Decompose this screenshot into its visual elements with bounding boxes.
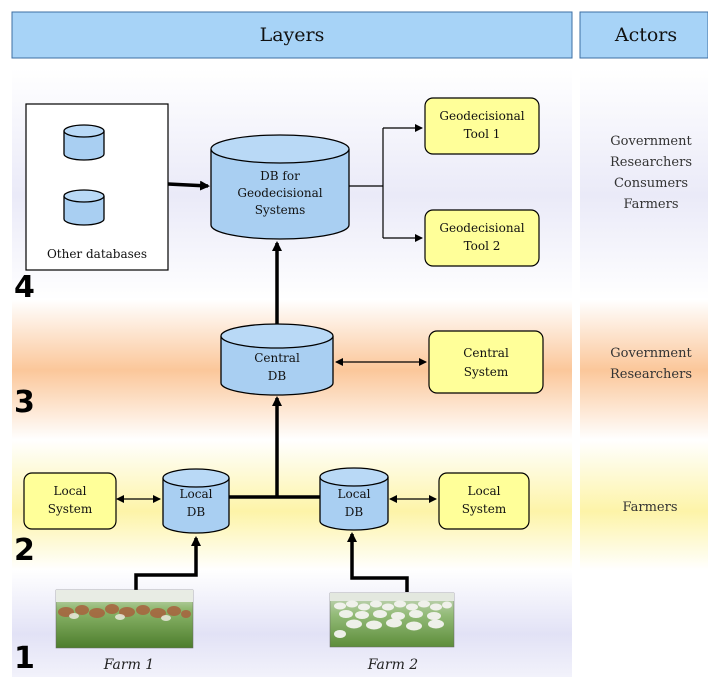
arrow-farm1-to-local-db-1 <box>134 536 201 592</box>
local-system-2-line1: Local <box>468 484 501 498</box>
arrow-farm2-to-local-db-2 <box>347 532 409 592</box>
local-system-2-line2: System <box>462 502 507 516</box>
layer-number-4: 4 <box>14 270 35 305</box>
other-db-cylinder-2 <box>63 189 105 226</box>
actor-layer2-item: Farmers <box>622 500 677 515</box>
actors-band-layer3 <box>580 300 708 440</box>
layer-number-3: 3 <box>14 385 35 420</box>
actors-band-layer2 <box>580 440 708 570</box>
actors-band-layer4 <box>580 68 708 300</box>
other-databases-group: Other databases <box>25 103 169 271</box>
actors-layer4: Government Researchers Consumers Farmers <box>610 134 693 212</box>
other-databases-label: Other databases <box>47 247 147 261</box>
header-layers-label: Layers <box>260 24 325 46</box>
tool1-line1: Geodecisional <box>439 109 524 123</box>
geodecisional-db-line2: Geodecisional <box>237 186 322 200</box>
local-db-1-line1: Local <box>180 487 213 501</box>
local-db-2-line1: Local <box>338 487 371 501</box>
local-system-2: Local System <box>438 472 530 530</box>
farm-1-photo <box>55 589 194 649</box>
actor-layer4-item: Researchers <box>610 155 692 170</box>
local-system-1: Local System <box>23 472 117 530</box>
geodecisional-db-line3: Systems <box>255 203 306 217</box>
arrow-otherdb-to-geodb <box>167 180 210 191</box>
local-db-2: Local DB <box>319 467 389 531</box>
farm-1-label: Farm 1 <box>103 657 154 673</box>
central-db: Central DB <box>220 323 334 396</box>
geodecisional-tool-1: Geodecisional Tool 1 <box>424 97 540 155</box>
central-db-line1: Central <box>254 351 300 365</box>
geodecisional-db: DB for Geodecisional Systems <box>210 134 350 240</box>
other-db-cylinder-1 <box>63 124 105 161</box>
tool1-line2: Tool 1 <box>464 127 501 141</box>
geodecisional-db-line1: DB for <box>260 169 300 183</box>
central-system: Central System <box>428 330 544 394</box>
actor-layer4-item: Farmers <box>623 197 678 212</box>
actor-layer4-item: Government <box>610 134 692 149</box>
tool2-line2: Tool 2 <box>464 239 501 253</box>
connectors <box>116 124 437 592</box>
farm-2-photo <box>329 592 455 648</box>
actor-layer3-item: Researchers <box>610 367 692 382</box>
layer-number-1: 1 <box>14 641 35 676</box>
central-system-line2: System <box>464 365 509 379</box>
central-db-line2: DB <box>268 369 287 383</box>
header-actors-label: Actors <box>614 24 677 46</box>
geodecisional-tool-2: Geodecisional Tool 2 <box>424 209 540 267</box>
local-db-1-line2: DB <box>187 505 206 519</box>
actor-layer3-item: Government <box>610 346 692 361</box>
actors-layer3: Government Researchers <box>610 346 693 382</box>
central-system-line1: Central <box>463 346 509 360</box>
header-actors: Actors <box>579 11 708 59</box>
actors-layer2: Farmers <box>622 500 677 515</box>
actor-layer4-item: Consumers <box>614 176 688 191</box>
layer-number-2: 2 <box>14 533 35 568</box>
header-layers: Layers <box>11 11 573 59</box>
local-db-2-line2: DB <box>345 505 364 519</box>
local-db-1: Local DB <box>162 468 230 534</box>
local-system-1-line1: Local <box>54 484 87 498</box>
tool2-line1: Geodecisional <box>439 221 524 235</box>
farm-2-label: Farm 2 <box>367 657 419 673</box>
local-system-1-line2: System <box>48 502 93 516</box>
